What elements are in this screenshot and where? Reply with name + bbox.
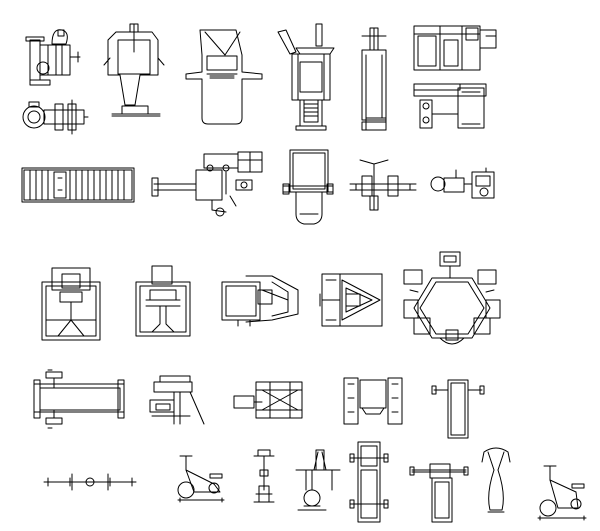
seated-cable-station: [430, 167, 495, 199]
bench-press-station: [151, 151, 263, 217]
decline-bench: [409, 463, 469, 523]
squat-rack: [135, 265, 191, 337]
dip-station: [343, 377, 403, 425]
exercise-bike-front: [253, 449, 275, 503]
leg-press-frame: [277, 23, 335, 131]
preacher-curl-bench: [282, 149, 334, 225]
pulley-machine-top: [22, 99, 89, 135]
exercise-bike-side: [177, 455, 225, 503]
crossover-bench: [233, 381, 303, 419]
multi-station-machine-top: [413, 83, 487, 129]
dual-pulley-machine-side: [25, 29, 81, 86]
adjustable-bench: [349, 159, 417, 211]
lat-pulldown-tower: [185, 29, 263, 125]
hack-squat-machine: [319, 273, 383, 327]
leg-extension-machine: [221, 275, 299, 327]
flat-bench-rack: [33, 369, 125, 429]
smith-machine: [41, 267, 101, 341]
treadmill: [21, 167, 135, 203]
flat-bench: [431, 379, 485, 439]
pulldown-seat: [481, 447, 511, 513]
hexagonal-multi-gym: [403, 251, 501, 345]
leg-curl-machine: [149, 375, 205, 425]
weight-bar: [43, 473, 137, 491]
upright-bike: [537, 465, 587, 521]
multi-station-machine-side: [413, 25, 497, 71]
cable-tower: [295, 449, 341, 511]
seated-chest-press: [103, 23, 165, 117]
incline-bench: [349, 441, 389, 523]
cable-tower-front: [361, 27, 387, 131]
